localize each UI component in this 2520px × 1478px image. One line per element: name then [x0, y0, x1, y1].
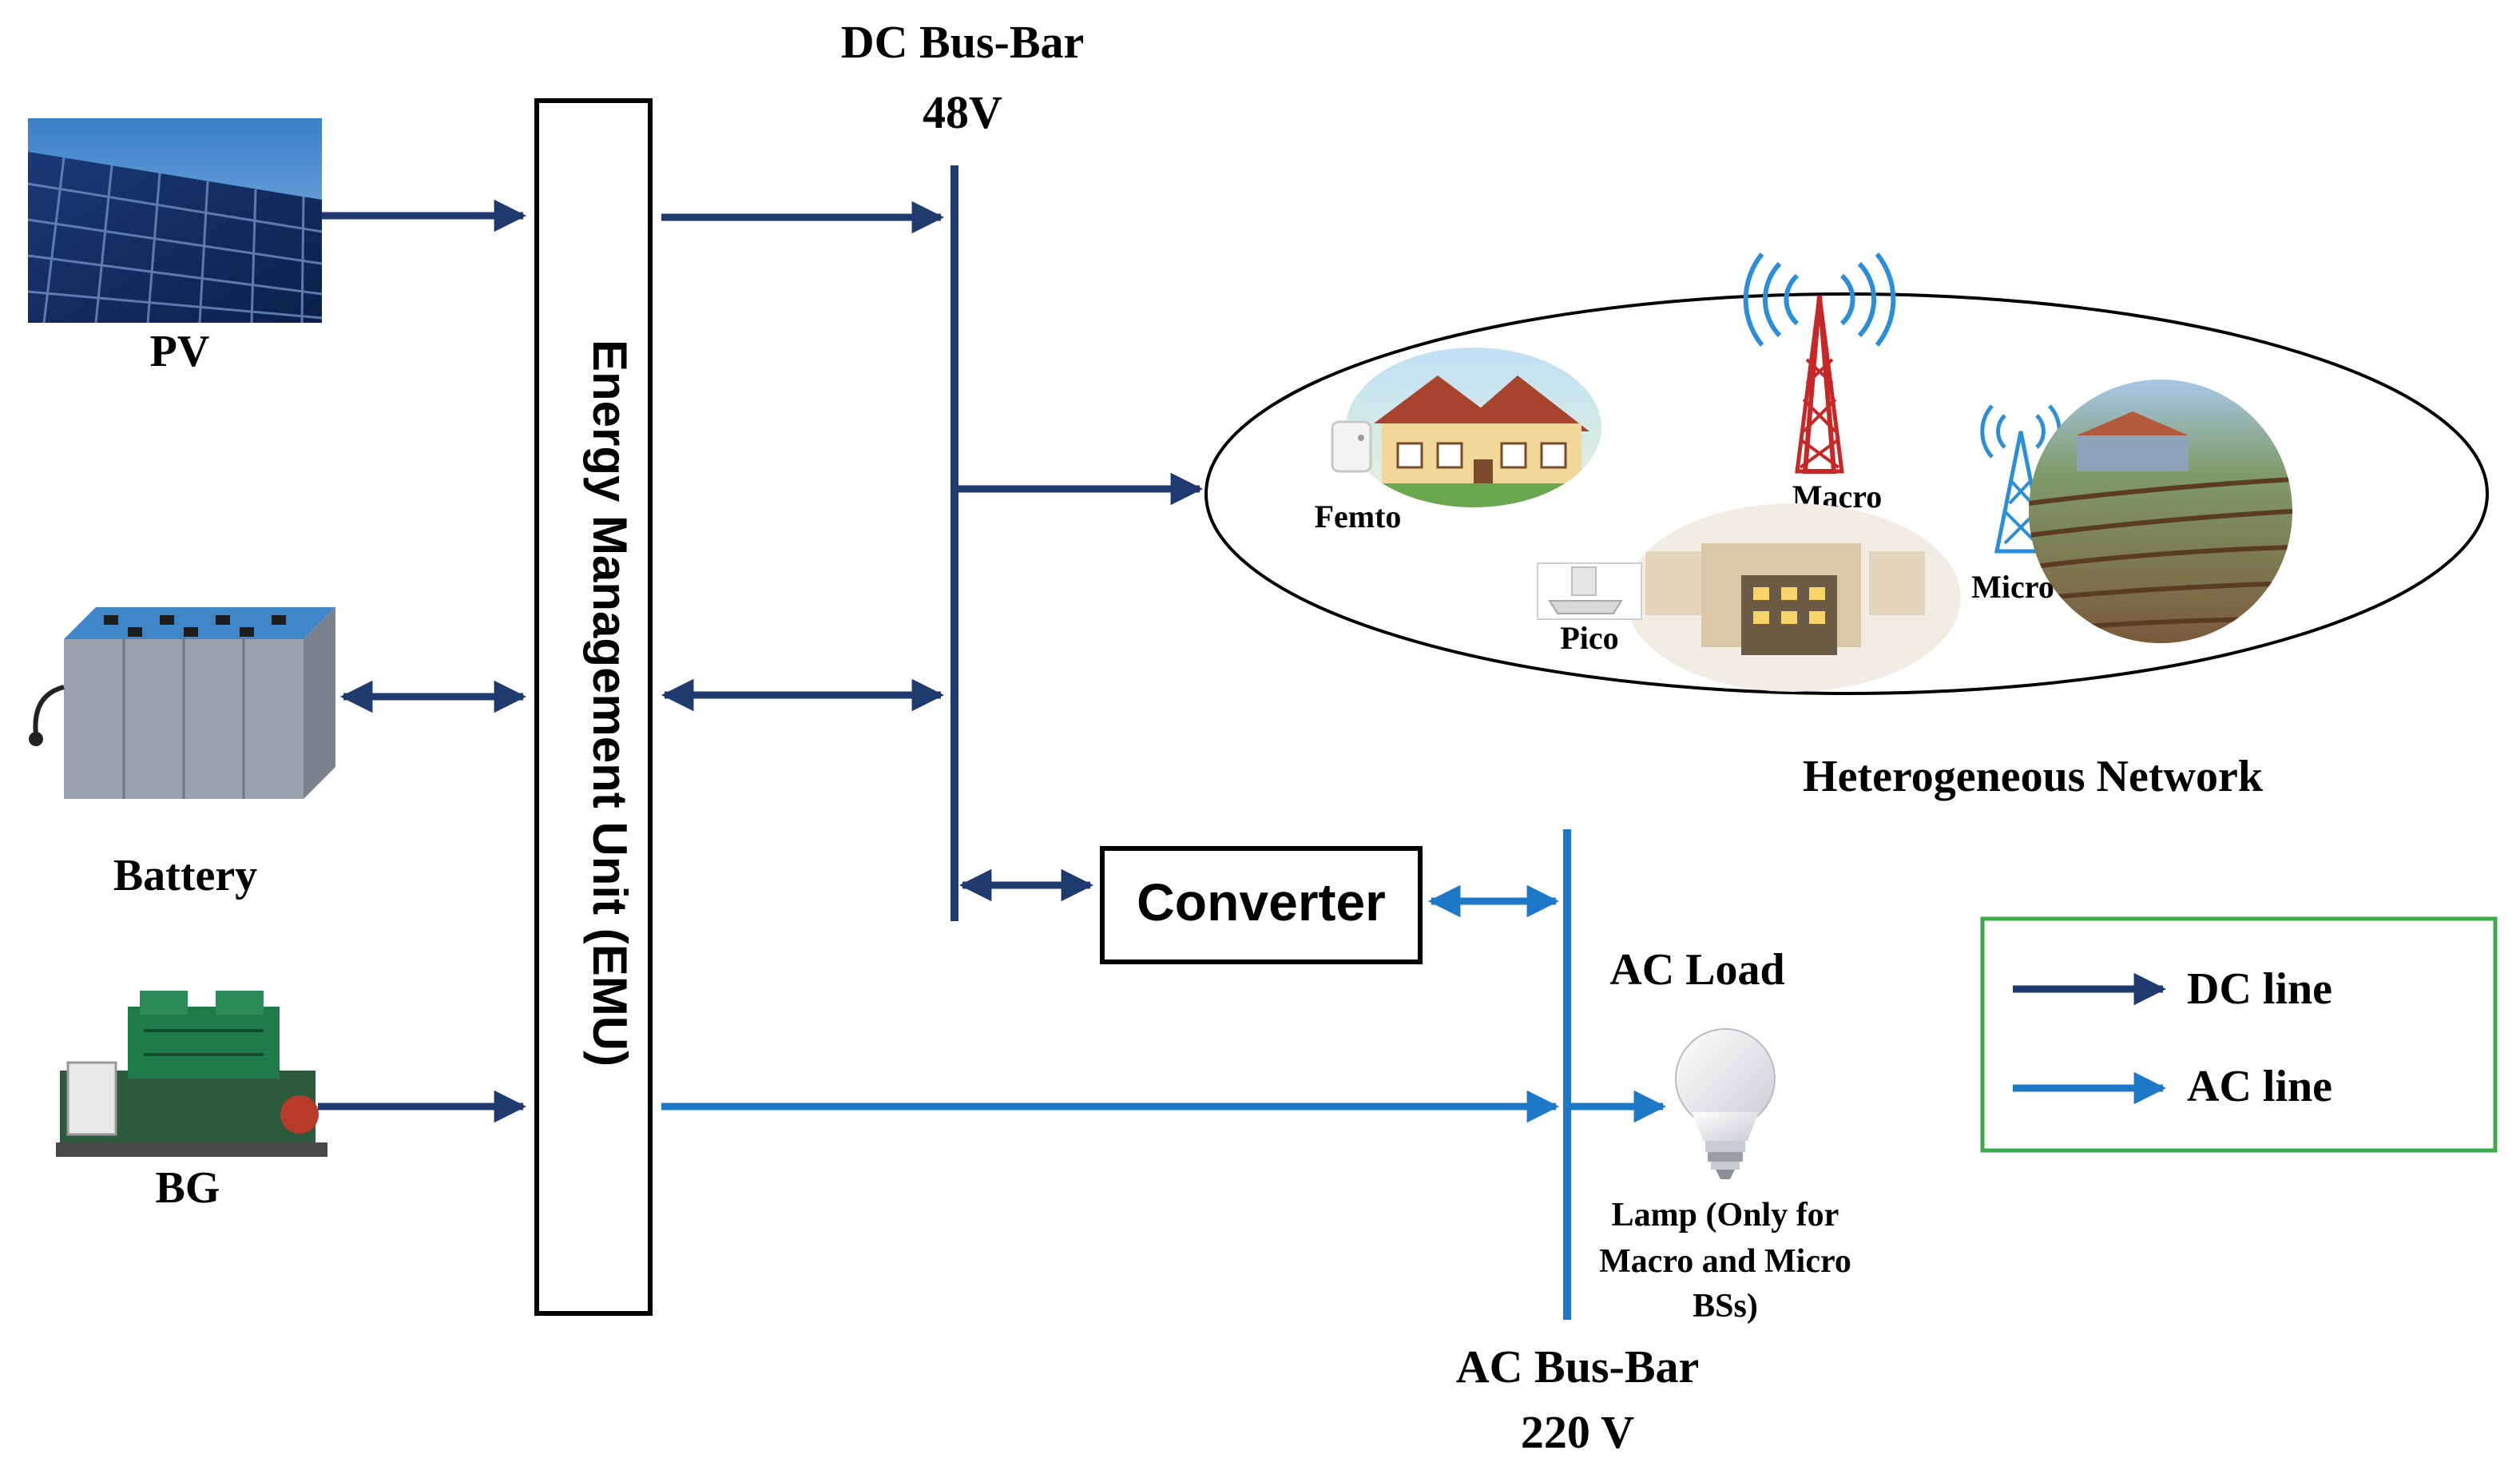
micro-label: Micro	[1971, 569, 2054, 605]
house-image	[1346, 348, 1601, 507]
legend-dc-label: DC line	[2187, 964, 2332, 1014]
emu-box	[534, 98, 653, 1316]
network-caption: Heterogeneous Network	[1803, 752, 2264, 801]
bg-label: BG	[156, 1163, 220, 1213]
battery-image	[29, 607, 335, 799]
femto-label: Femto	[1315, 499, 1402, 534]
dc-bus-voltage: 48V	[923, 86, 1002, 138]
ac-connections	[661, 884, 1667, 1123]
lamp-icon	[1675, 1028, 1776, 1179]
ac-bus-voltage: 220 V	[1521, 1406, 1634, 1458]
network-ellipse	[1204, 292, 2489, 695]
dc-connections	[318, 199, 1204, 1123]
legend-ac-label: AC line	[2187, 1062, 2332, 1111]
macro-tower-icon	[1743, 252, 1896, 474]
legend-box	[1980, 916, 2498, 1153]
ac-bus-title: AC Bus-Bar	[1456, 1341, 1700, 1393]
lamp-caption-line1: Lamp (Only for	[1612, 1197, 1839, 1234]
converter-box	[1100, 846, 1423, 964]
femto-device-icon	[1331, 420, 1372, 473]
legend: DC line AC line	[1980, 916, 2498, 1153]
pico-device-icon	[1537, 562, 1642, 620]
building-image	[1625, 503, 1961, 692]
emu-label: Energy Management Unit (EMU)	[583, 340, 637, 1067]
pv-label: PV	[150, 327, 210, 376]
battery-label: Battery	[113, 851, 257, 900]
bg-generator-image	[56, 991, 327, 1157]
dc-bus-title: DC Bus-Bar	[841, 16, 1085, 68]
pv-panel-image	[27, 118, 323, 324]
lamp-caption-line3: BSs)	[1693, 1288, 1758, 1325]
ac-load-label: AC Load	[1609, 945, 1784, 995]
converter-label: Converter	[1137, 872, 1386, 932]
pico-label: Pico	[1560, 620, 1618, 656]
lamp-caption-line2: Macro and Micro	[1599, 1243, 1851, 1280]
field-image	[2029, 379, 2292, 643]
